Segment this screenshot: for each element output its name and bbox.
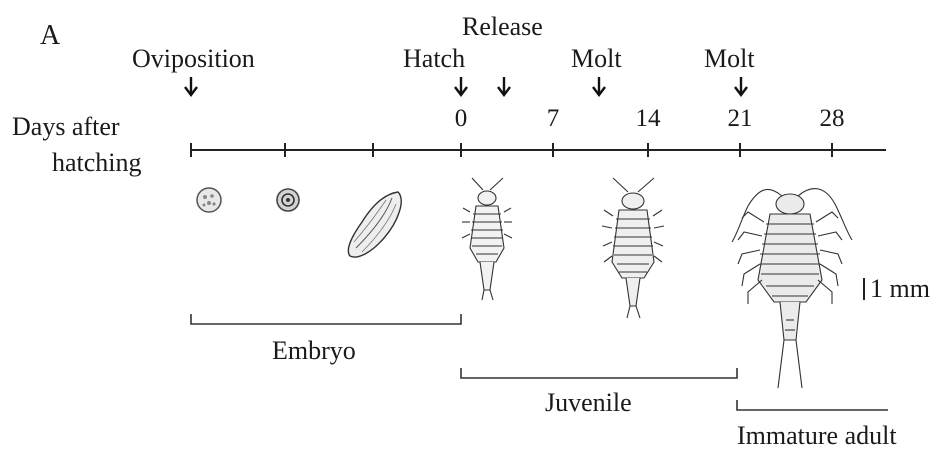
juvenile-hatchling-illustration: [462, 178, 512, 300]
juvenile-later-illustration: [602, 178, 664, 318]
immature-adult-bracket: [737, 400, 888, 410]
late-embryo-illustration: [348, 192, 401, 257]
immature-adult-illustration: [732, 189, 852, 388]
egg-developing-illustration: [277, 189, 299, 211]
embryo-bracket: [191, 314, 461, 324]
timeline-axis: [191, 143, 886, 157]
egg-early-illustration: [197, 188, 221, 212]
juvenile-bracket: [461, 368, 737, 378]
